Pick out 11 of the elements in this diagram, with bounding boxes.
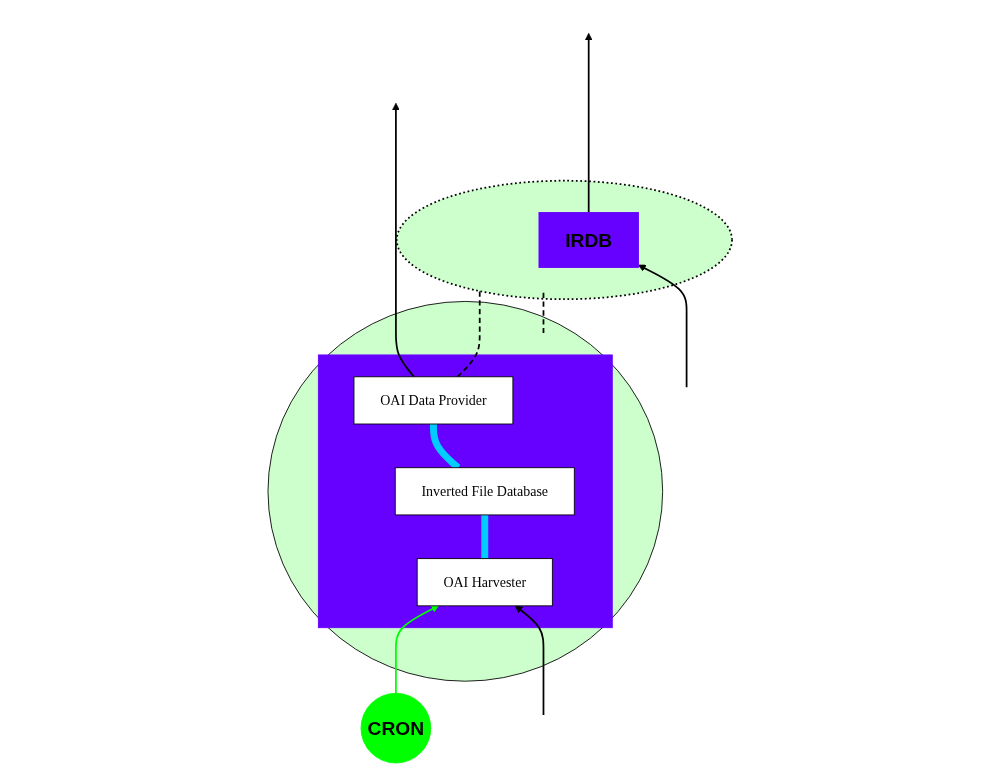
process-box: IRDB: [538, 212, 639, 268]
arrow: [638, 264, 688, 389]
process-box: OAI Harvester: [416, 558, 553, 607]
process-box: Inverted File Database: [394, 467, 575, 516]
arrow: [395, 605, 439, 695]
connector-bar: [481, 514, 489, 559]
process-circle: CRON: [360, 692, 432, 764]
arrow: [514, 605, 545, 716]
process-box: OAI Data Provider: [353, 376, 514, 425]
arrow: [584, 32, 593, 214]
arrow: [392, 102, 415, 378]
